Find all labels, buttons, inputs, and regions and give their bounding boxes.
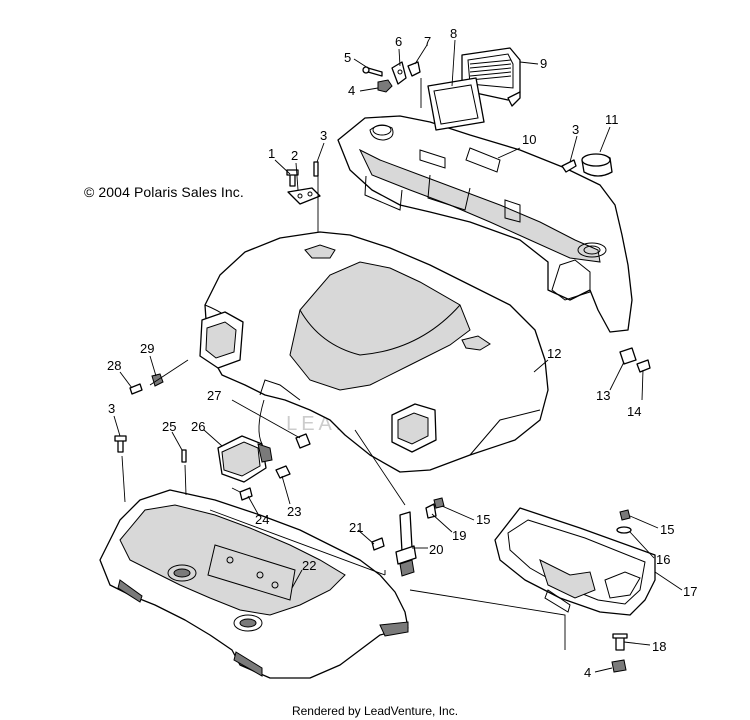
- callout-2: 2: [291, 148, 298, 163]
- callout-leaders: [113, 39, 683, 673]
- assembly-lines: [121, 78, 566, 650]
- callout-7: 7: [424, 34, 431, 49]
- part-26-light: [217, 435, 273, 483]
- callout-26: 26: [191, 419, 205, 434]
- part-20-latch: [395, 511, 417, 577]
- callout-23: 23: [287, 504, 301, 519]
- hardware-screw-24: [239, 487, 253, 501]
- hardware-washer-16: [616, 526, 632, 534]
- hardware-screw-1: [286, 169, 299, 187]
- callout-15-right: 15: [660, 522, 674, 537]
- callout-24: 24: [255, 512, 269, 527]
- callout-16: 16: [656, 552, 670, 567]
- hardware-screw-3-left: [114, 435, 127, 453]
- footer-credit: Rendered by LeadVenture, Inc.: [291, 704, 459, 718]
- callout-27: 27: [207, 388, 221, 403]
- callout-9: 9: [540, 56, 547, 71]
- hardware-screw-3-top: [313, 161, 319, 177]
- callout-21: 21: [349, 520, 363, 535]
- hardware-screw-21: [371, 537, 385, 551]
- copyright-notice: © 2004 Polaris Sales Inc.: [84, 184, 244, 200]
- part-17-storage-box: [494, 507, 656, 616]
- part-22-front-panel: [99, 489, 409, 679]
- callout-17: 17: [683, 584, 697, 599]
- callout-20: 20: [429, 542, 443, 557]
- callout-22: 22: [302, 558, 316, 573]
- callout-3-left: 3: [108, 401, 115, 416]
- callout-15-center: 15: [476, 512, 490, 527]
- hardware-nut-4-top: [377, 79, 393, 93]
- hardware-bracket-2: [287, 187, 321, 205]
- callout-13: 13: [596, 388, 610, 403]
- part-8-gasket: [427, 77, 485, 131]
- hardware-nut-4-bottom: [611, 659, 627, 673]
- callout-14: 14: [627, 404, 641, 419]
- hardware-clip-7: [407, 61, 421, 77]
- callout-1: 1: [268, 146, 275, 161]
- callout-3-right: 3: [572, 122, 579, 137]
- part-11-cap: [581, 153, 613, 177]
- hardware-pin-25: [181, 449, 187, 463]
- hardware-screw-3-right: [561, 159, 577, 173]
- callout-labels: 5 6 7 8 9 4 1 2 3 10 3 11 28 29 12 13 14…: [107, 26, 697, 680]
- callout-11: 11: [605, 112, 619, 127]
- part-12-body-hood: [199, 231, 549, 473]
- hardware-bracket-6: [391, 61, 407, 85]
- hardware-screw-28: [129, 383, 143, 395]
- callout-12: 12: [547, 346, 561, 361]
- callout-4-top: 4: [348, 83, 355, 98]
- callout-19: 19: [452, 528, 466, 543]
- callout-3-top: 3: [320, 128, 327, 143]
- callout-28: 28: [107, 358, 121, 373]
- hardware-screw-5: [362, 66, 383, 77]
- callout-5: 5: [344, 50, 351, 65]
- callout-4-bottom: 4: [584, 665, 591, 680]
- hardware-pin-23: [275, 465, 291, 479]
- callout-8: 8: [450, 26, 457, 41]
- hardware-clip-13: [619, 347, 637, 365]
- hardware-clip-19: [425, 503, 437, 519]
- callout-25: 25: [162, 419, 176, 434]
- callout-29: 29: [140, 341, 154, 356]
- part-10-rear-fender: [337, 115, 633, 333]
- part-27-clip: [295, 433, 311, 449]
- hardware-nut-15-right: [619, 509, 631, 521]
- hardware-screw-14: [636, 359, 651, 373]
- callout-10: 10: [522, 132, 536, 147]
- hardware-stud-18: [612, 633, 628, 651]
- hardware-nut-15-center: [433, 497, 445, 509]
- callout-6: 6: [395, 34, 402, 49]
- callout-18: 18: [652, 639, 666, 654]
